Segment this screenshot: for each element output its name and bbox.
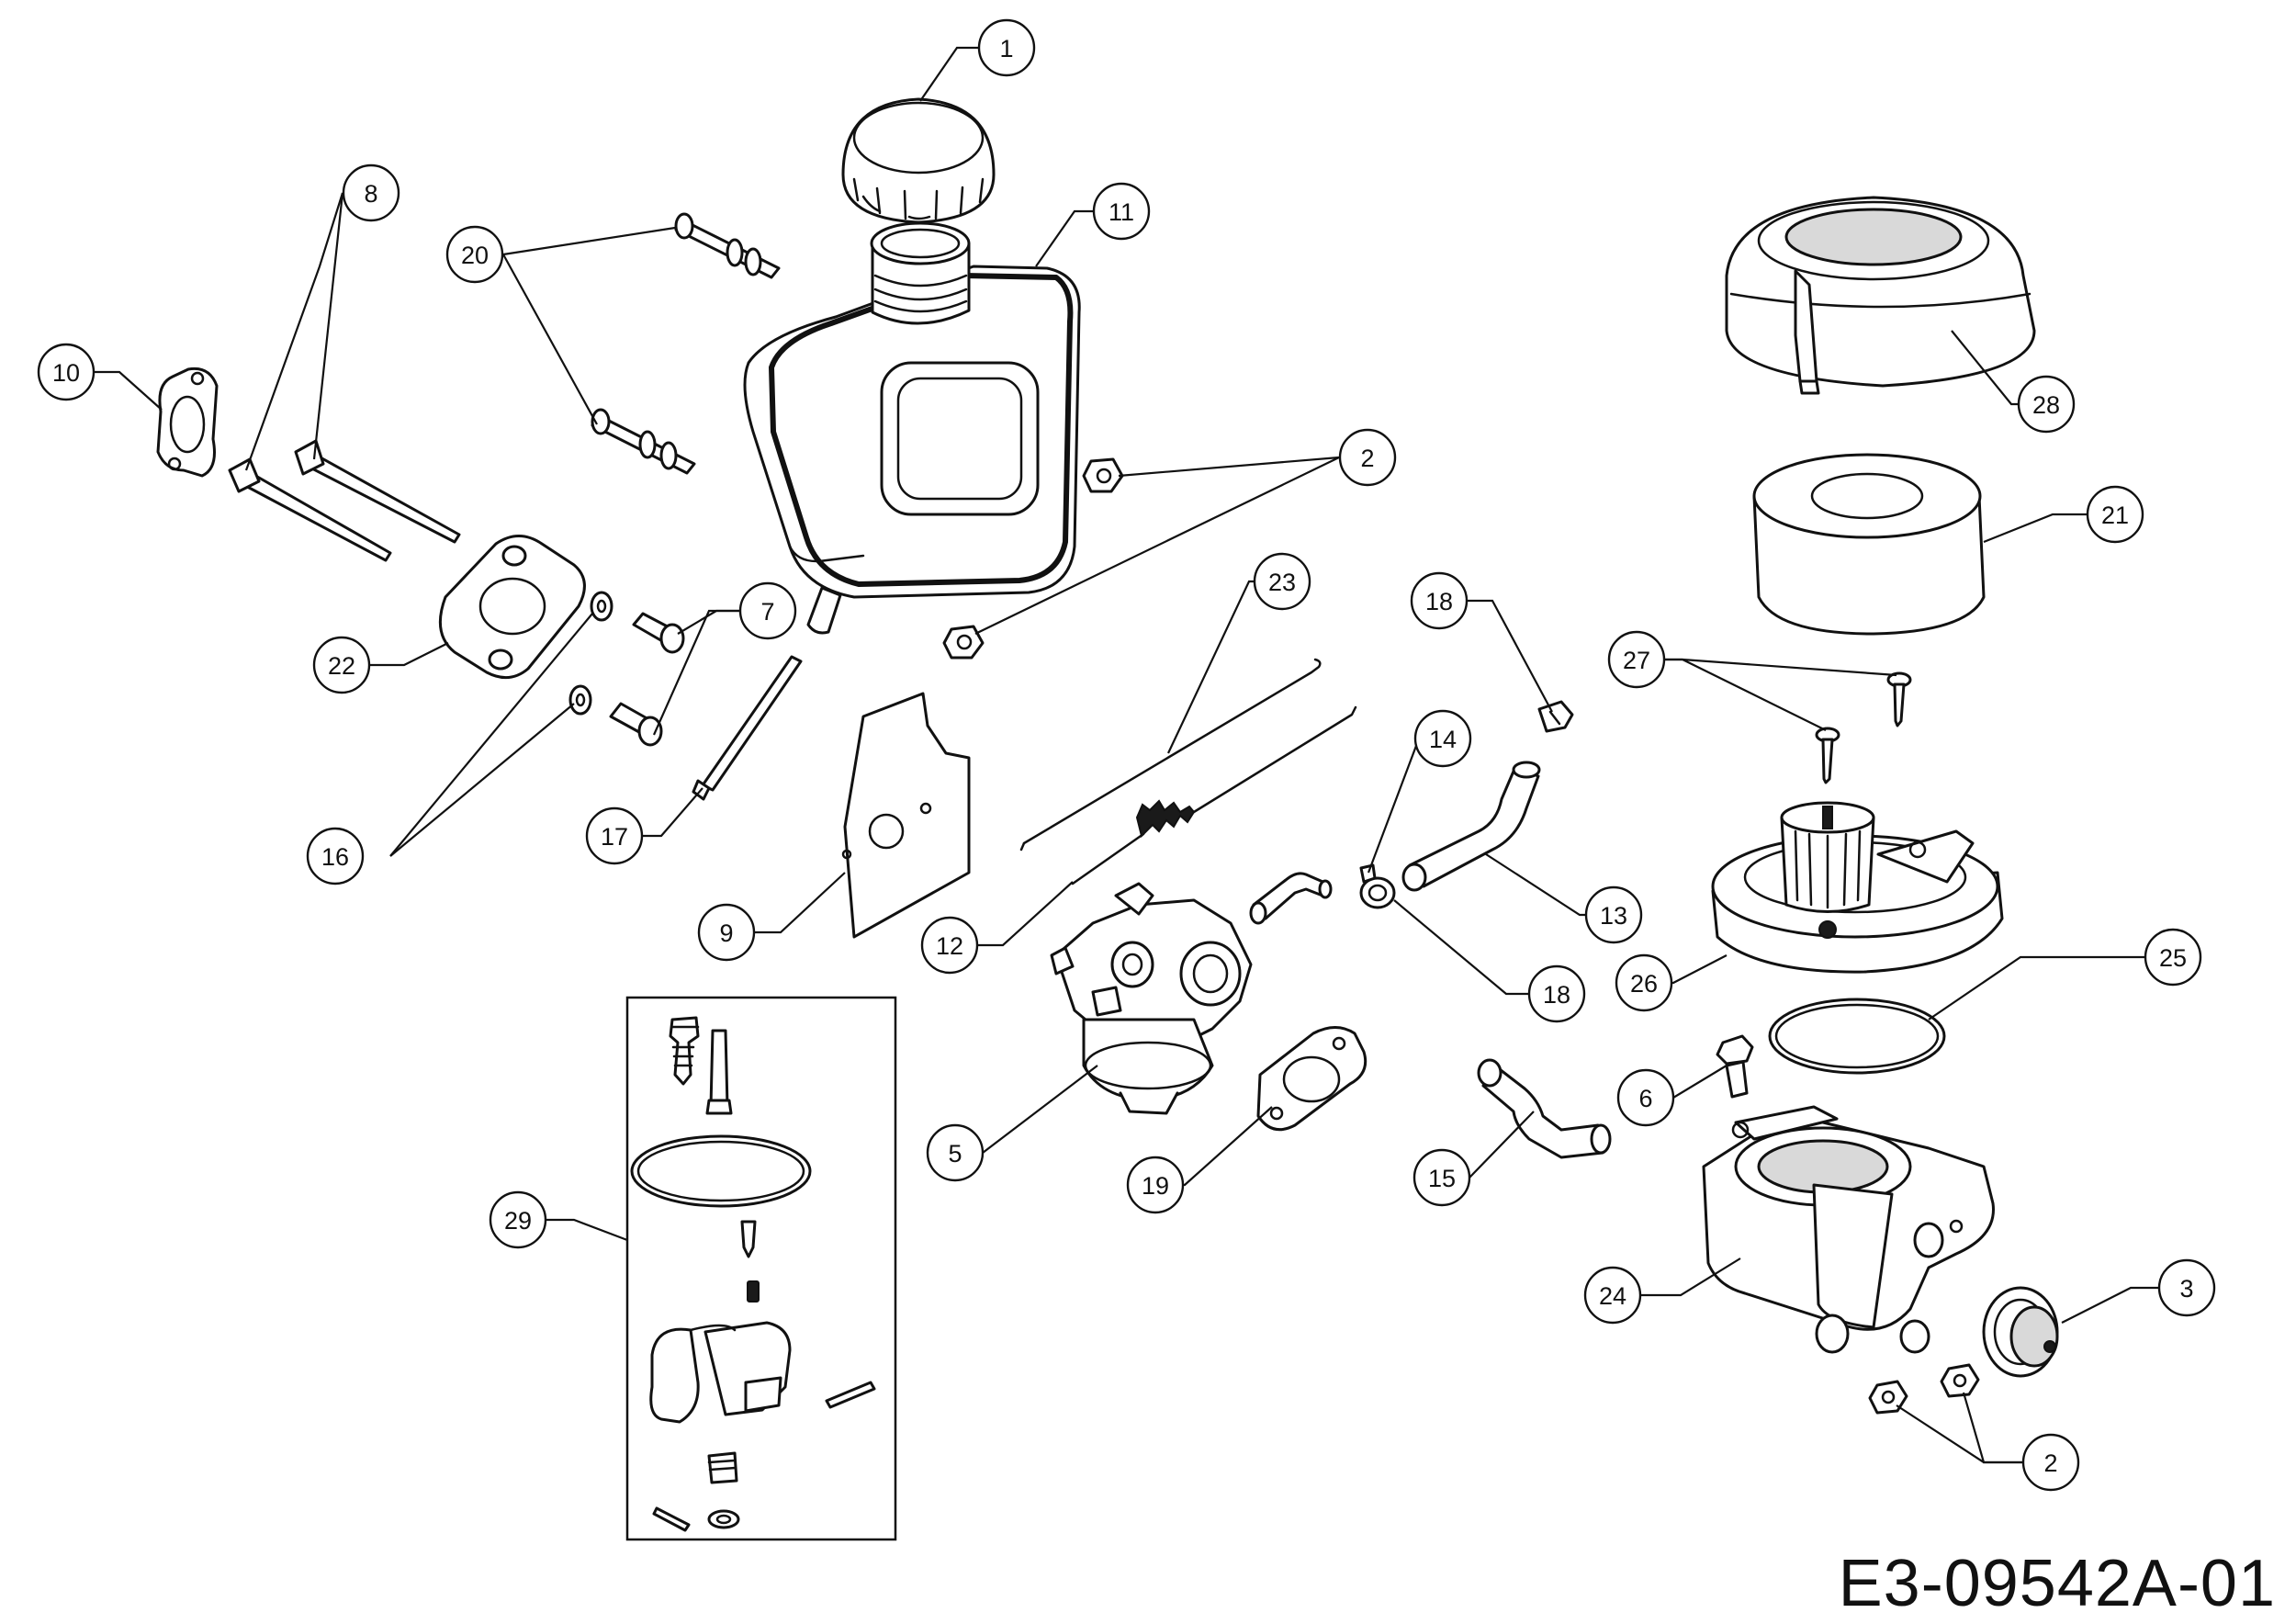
part-hose-15	[1477, 1058, 1612, 1159]
callout-20-label: 20	[461, 242, 489, 269]
callout-29: 29	[489, 1190, 547, 1249]
callout-12: 12	[920, 916, 979, 975]
part-insulator-22	[438, 535, 586, 680]
part-hose-14	[1249, 872, 1333, 925]
callout-15-label: 15	[1428, 1165, 1456, 1192]
callout-8: 8	[342, 164, 400, 222]
callout-5-label: 5	[948, 1140, 962, 1167]
part-bolts-7	[609, 612, 685, 747]
callout-17: 17	[585, 806, 644, 865]
callout-3-label: 3	[2179, 1275, 2193, 1303]
part-fuel-tank	[743, 221, 1081, 635]
callout-6-label: 6	[1638, 1085, 1652, 1112]
part-rod-12	[1071, 705, 1357, 885]
callout-18-top-label: 18	[1425, 588, 1453, 615]
callout-20: 20	[445, 225, 504, 284]
part-clamp-18-bottom	[1359, 863, 1396, 909]
callout-16-label: 16	[321, 843, 349, 871]
part-pin-17	[692, 655, 803, 801]
part-screws-27	[1815, 671, 1912, 784]
part-gasket-10	[156, 367, 219, 478]
callout-18-top: 18	[1410, 571, 1469, 630]
callout-29-label: 29	[504, 1207, 532, 1235]
callout-18-bottom-label: 18	[1543, 981, 1570, 1009]
callout-19-label: 19	[1142, 1172, 1169, 1200]
callout-12-label: 12	[936, 932, 963, 960]
callout-9: 9	[697, 903, 756, 962]
callout-2-top: 2	[1338, 428, 1397, 487]
callouts: 1 2 2 3 5 6 7 8 9 10 11 12 13 14 15 16 1…	[37, 18, 2216, 1492]
callout-10-label: 10	[52, 359, 80, 387]
callout-6: 6	[1616, 1068, 1675, 1127]
callout-23: 23	[1253, 552, 1311, 611]
callout-27-label: 27	[1623, 647, 1650, 674]
callout-11-label: 11	[1109, 198, 1134, 226]
callout-9-label: 9	[719, 919, 733, 947]
callout-1: 1	[977, 18, 1036, 77]
callout-25-label: 25	[2159, 944, 2187, 972]
callout-28: 28	[2017, 375, 2076, 434]
part-plate-9	[841, 692, 971, 939]
part-fuel-cap	[841, 97, 996, 224]
callout-21-label: 21	[2101, 502, 2129, 529]
part-filter-base-26	[1711, 801, 2004, 974]
callout-26: 26	[1615, 953, 1673, 1012]
leader-lines	[83, 46, 2158, 1464]
part-filter-cover-28	[1725, 196, 2036, 395]
callout-24: 24	[1583, 1266, 1642, 1325]
part-rod-23	[1019, 658, 1322, 851]
callout-2-bottom: 2	[2021, 1433, 2080, 1492]
part-knob-3	[1982, 1286, 2059, 1378]
part-carburetor-5	[1050, 882, 1253, 1115]
callout-11: 11	[1092, 182, 1151, 241]
callout-7: 7	[738, 581, 797, 640]
part-nuts-2-top	[942, 457, 1124, 660]
callout-22-label: 22	[328, 652, 355, 680]
callout-19: 19	[1126, 1156, 1185, 1214]
callout-13-label: 13	[1600, 902, 1627, 930]
callout-24-label: 24	[1599, 1282, 1626, 1310]
callout-14: 14	[1413, 709, 1472, 768]
callout-23-label: 23	[1268, 569, 1296, 596]
part-filter-element-21	[1752, 453, 1986, 636]
callout-13: 13	[1584, 885, 1643, 944]
callout-18-bottom: 18	[1527, 964, 1586, 1023]
callout-15: 15	[1412, 1148, 1471, 1207]
callout-26-label: 26	[1630, 970, 1658, 998]
part-hose-13	[1401, 761, 1541, 892]
part-clip-18-top	[1537, 700, 1574, 733]
part-gasket-19	[1256, 1026, 1367, 1132]
callout-22: 22	[312, 636, 371, 694]
callout-27: 27	[1607, 630, 1666, 689]
part-fittings-20	[591, 212, 781, 475]
callout-3: 3	[2157, 1258, 2216, 1317]
part-oring-25	[1768, 998, 1946, 1075]
callout-2-top-label: 2	[1360, 445, 1374, 472]
callout-2-bottom-label: 2	[2043, 1449, 2057, 1477]
part-bolt-6	[1716, 1034, 1754, 1099]
callout-5: 5	[926, 1123, 985, 1182]
callout-7-label: 7	[760, 598, 774, 626]
callout-8-label: 8	[364, 180, 377, 208]
callout-16: 16	[306, 827, 365, 885]
callout-21: 21	[2086, 485, 2144, 544]
callout-25: 25	[2144, 928, 2202, 987]
part-washers-16	[568, 591, 613, 716]
diagram-code: E3-09542A-01	[1838, 1547, 2276, 1620]
callout-28-label: 28	[2032, 391, 2060, 419]
callout-10: 10	[37, 343, 96, 401]
part-bolts-8	[228, 439, 461, 562]
part-housing-24	[1702, 1105, 1995, 1354]
callout-1-label: 1	[999, 35, 1013, 62]
callout-14-label: 14	[1429, 726, 1457, 753]
part-repair-kit-29	[625, 996, 897, 1541]
part-nuts-2-bottom	[1868, 1363, 1980, 1415]
callout-17-label: 17	[601, 823, 628, 851]
